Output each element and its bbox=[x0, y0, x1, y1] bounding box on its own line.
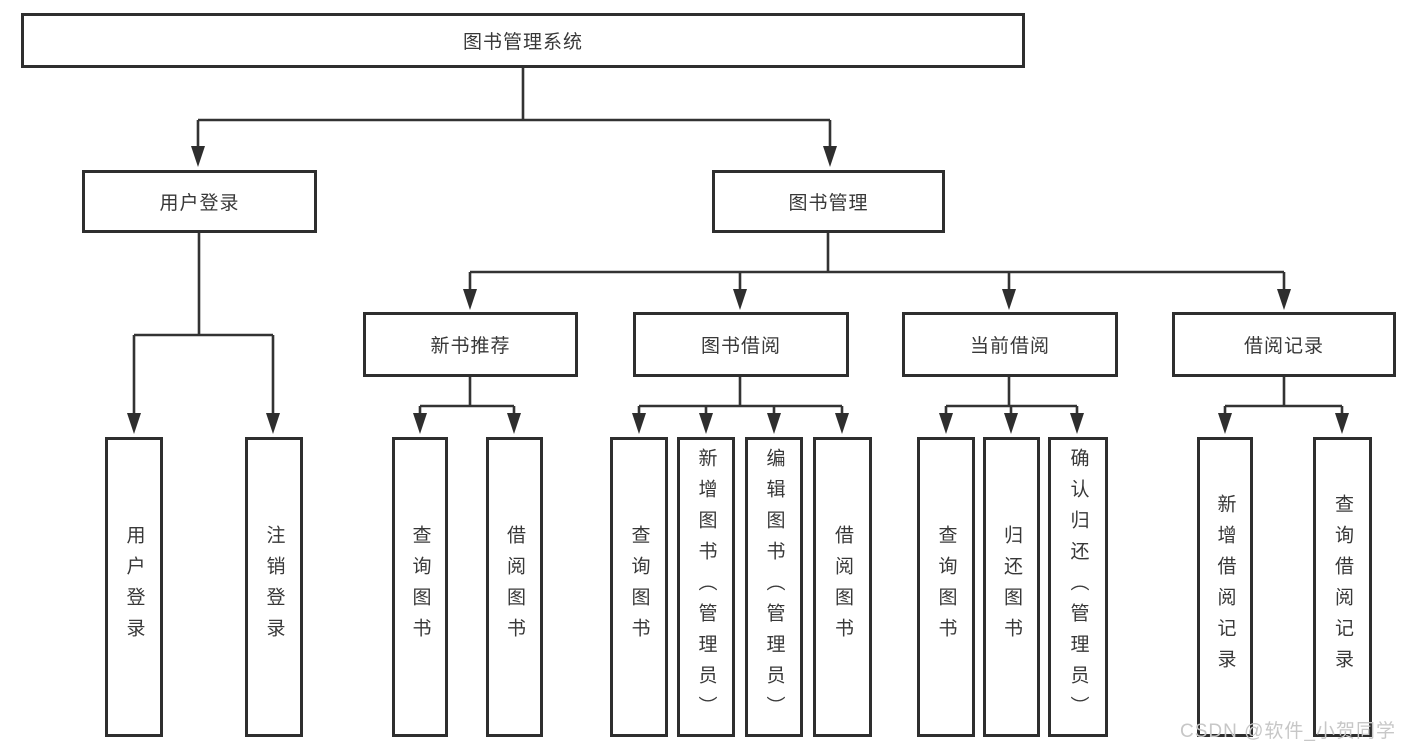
leaf-bb-borrow-books-label: 借阅图书 bbox=[832, 525, 853, 649]
arrowhead-br-query bbox=[1335, 413, 1349, 434]
node-current-borrow: 当前借阅 bbox=[902, 312, 1118, 377]
node-user-login: 用户登录 bbox=[82, 170, 317, 233]
leaf-nb-query-books-label: 查询图书 bbox=[409, 525, 431, 649]
arrowhead-leaf-login bbox=[127, 413, 141, 434]
leaf-user-login-label: 用户登录 bbox=[123, 525, 145, 649]
node-user-login-label: 用户登录 bbox=[159, 193, 240, 214]
leaf-bb-edit-book-admin: 编辑图书（管理员） bbox=[745, 437, 803, 737]
connector-book-management-branch bbox=[468, 233, 1286, 290]
leaf-cb-return-books: 归还图书 bbox=[983, 437, 1040, 737]
arrowhead-bb-edit bbox=[767, 413, 781, 434]
node-book-borrow-label: 图书借阅 bbox=[700, 336, 781, 357]
arrowhead-book-management bbox=[823, 146, 837, 167]
arrowhead-borrow-records bbox=[1277, 289, 1291, 310]
leaf-logout-label: 注销登录 bbox=[263, 525, 285, 649]
arrowhead-new-book bbox=[463, 289, 477, 310]
node-root-system-label: 图书管理系统 bbox=[462, 32, 583, 53]
connector-root-to-level2 bbox=[196, 68, 832, 148]
leaf-br-add-record: 新增借阅记录 bbox=[1197, 437, 1253, 737]
arrowhead-current-borrow bbox=[1002, 289, 1016, 310]
node-book-management: 图书管理 bbox=[712, 170, 945, 233]
leaf-bb-borrow-books: 借阅图书 bbox=[813, 437, 872, 737]
node-root-system: 图书管理系统 bbox=[21, 13, 1025, 68]
connector-borrow-records-branch bbox=[1223, 377, 1344, 415]
node-borrow-records: 借阅记录 bbox=[1172, 312, 1396, 377]
leaf-cb-query-books-label: 查询图书 bbox=[935, 525, 957, 649]
leaf-nb-query-books: 查询图书 bbox=[392, 437, 448, 737]
arrowhead-cb-query bbox=[939, 413, 953, 434]
csdn-watermark-text: CSDN @软件_小贺同学 bbox=[1180, 721, 1396, 742]
connector-new-book-branch bbox=[418, 377, 516, 415]
leaf-user-login: 用户登录 bbox=[105, 437, 163, 737]
csdn-watermark: CSDN @软件_小贺同学 bbox=[1180, 716, 1396, 743]
leaf-logout: 注销登录 bbox=[245, 437, 303, 737]
leaf-nb-borrow-books-label: 借阅图书 bbox=[504, 525, 525, 649]
node-borrow-records-label: 借阅记录 bbox=[1243, 336, 1324, 357]
node-new-book-recommend: 新书推荐 bbox=[363, 312, 578, 377]
arrowhead-book-borrow bbox=[733, 289, 747, 310]
leaf-cb-query-books: 查询图书 bbox=[917, 437, 975, 737]
leaf-nb-borrow-books: 借阅图书 bbox=[486, 437, 543, 737]
leaf-bb-query-books: 查询图书 bbox=[610, 437, 668, 737]
arrowhead-br-add bbox=[1218, 413, 1232, 434]
arrowhead-leaf-logout bbox=[266, 413, 280, 434]
node-current-borrow-label: 当前借阅 bbox=[969, 336, 1050, 357]
arrowhead-cb-confirm bbox=[1070, 413, 1084, 434]
leaf-cb-confirm-return-admin: 确认归还（管理员） bbox=[1048, 437, 1108, 737]
arrowhead-nb-borrow bbox=[507, 413, 521, 434]
arrowhead-bb-borrow bbox=[835, 413, 849, 434]
arrowhead-nb-query bbox=[413, 413, 427, 434]
leaf-cb-return-books-label: 归还图书 bbox=[1001, 525, 1022, 649]
leaf-br-query-record-label: 查询借阅记录 bbox=[1332, 494, 1353, 680]
arrowhead-bb-query bbox=[632, 413, 646, 434]
arrowhead-cb-return bbox=[1004, 413, 1018, 434]
node-new-book-recommend-label: 新书推荐 bbox=[430, 336, 511, 357]
node-book-borrow: 图书借阅 bbox=[633, 312, 849, 377]
leaf-bb-add-book-admin: 新增图书（管理员） bbox=[677, 437, 735, 737]
arrowhead-bb-add bbox=[699, 413, 713, 434]
leaf-br-query-record: 查询借阅记录 bbox=[1313, 437, 1372, 737]
connector-current-borrow-branch bbox=[944, 377, 1079, 415]
connector-user-login-branch bbox=[132, 233, 275, 415]
leaf-cb-confirm-return-admin-label: 确认归还（管理员） bbox=[1067, 447, 1089, 727]
leaf-bb-query-books-label: 查询图书 bbox=[628, 525, 650, 649]
leaf-br-add-record-label: 新增借阅记录 bbox=[1214, 494, 1236, 680]
arrowhead-user-login bbox=[191, 146, 205, 167]
leaf-bb-add-book-admin-label: 新增图书（管理员） bbox=[695, 447, 717, 727]
connector-book-borrow-branch bbox=[637, 377, 844, 415]
leaf-bb-edit-book-admin-label: 编辑图书（管理员） bbox=[763, 447, 785, 727]
node-book-management-label: 图书管理 bbox=[788, 193, 869, 214]
